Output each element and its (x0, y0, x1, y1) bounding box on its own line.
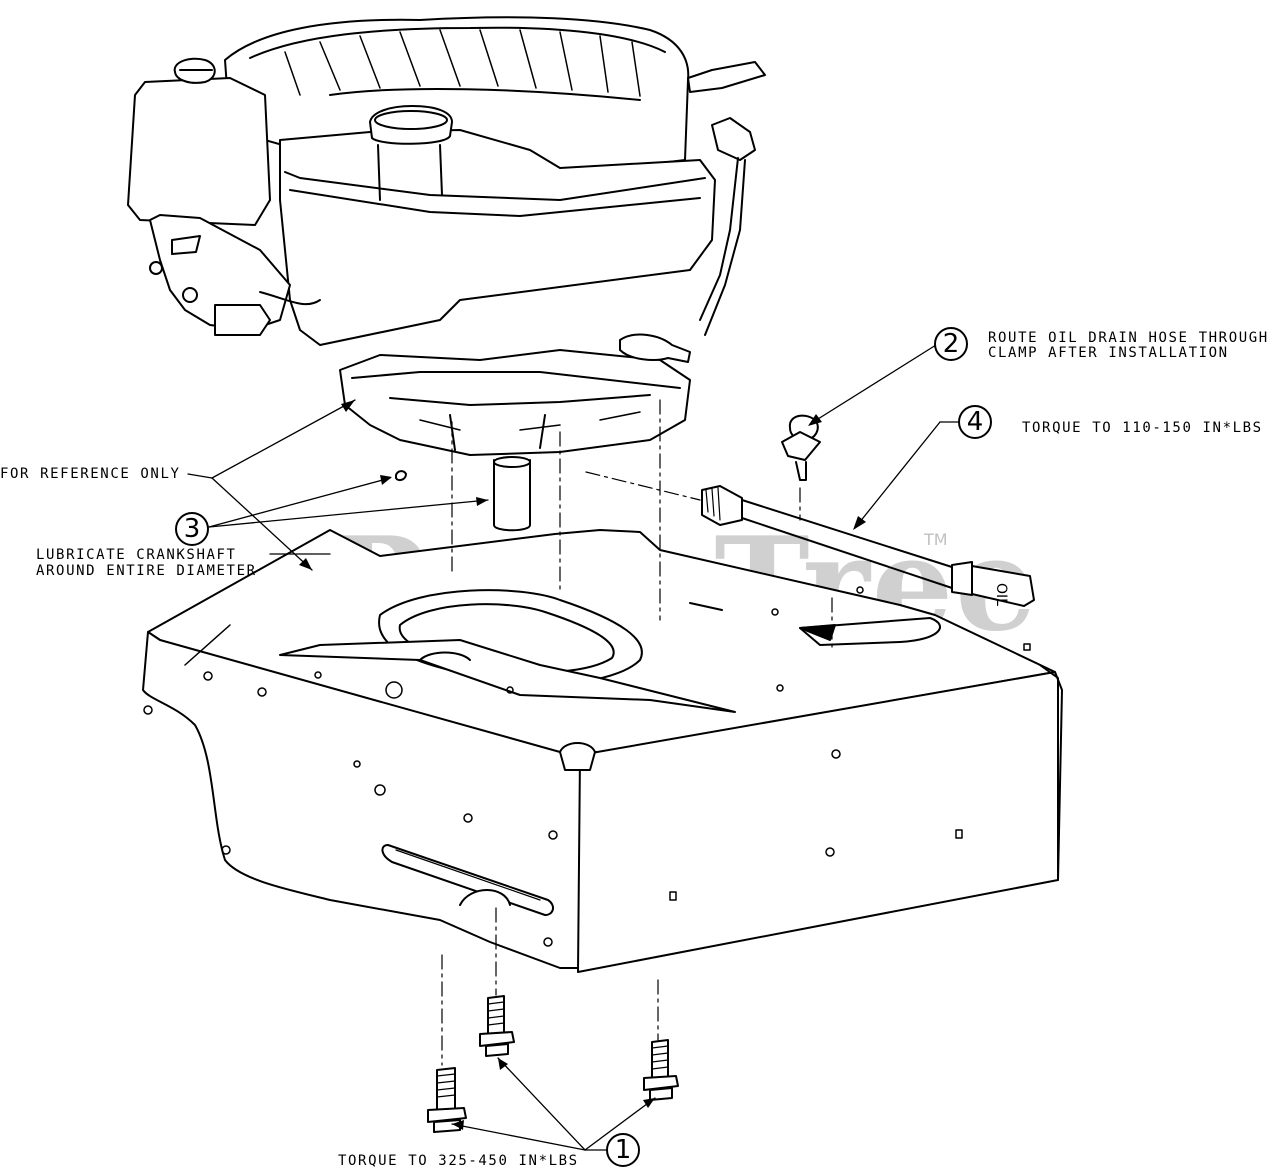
note-lubricate-line1: LUBRICATE CRANKSHAFT (36, 547, 237, 563)
locator-pin (395, 470, 407, 482)
note-route-hose-line2: CLAMP AFTER INSTALLATION (988, 345, 1229, 361)
leader-lines (187, 344, 961, 1151)
oil-drain-hose: OIL (701, 485, 1035, 607)
note-torque-bolts: TORQUE TO 325-450 IN*LBS (338, 1153, 579, 1169)
callout-1: 1 (606, 1133, 640, 1167)
callout-3: 3 (175, 512, 209, 546)
callout-4: 4 (958, 405, 992, 439)
hose-oil-print: OIL (993, 583, 1009, 606)
note-route-hose-line1: ROUTE OIL DRAIN HOSE THROUGH (988, 330, 1269, 346)
deck-holes (143, 586, 1031, 947)
note-lubricate-line2: AROUND ENTIRE DIAMETER (36, 563, 257, 579)
callout-2: 2 (934, 327, 968, 361)
flange-bolts (427, 995, 679, 1133)
engine-deck (142, 529, 1063, 973)
alignment-lines (441, 399, 833, 1066)
watermark-trademark: TM (924, 530, 948, 549)
hose-clamp (781, 414, 821, 481)
note-torque-hose: TORQUE TO 110-150 IN*LBS (1022, 420, 1263, 436)
leader-arrows (299, 400, 866, 1130)
crankshaft (493, 456, 531, 532)
engine (127, 16, 766, 456)
note-reference-only: FOR REFERENCE ONLY (0, 466, 181, 482)
